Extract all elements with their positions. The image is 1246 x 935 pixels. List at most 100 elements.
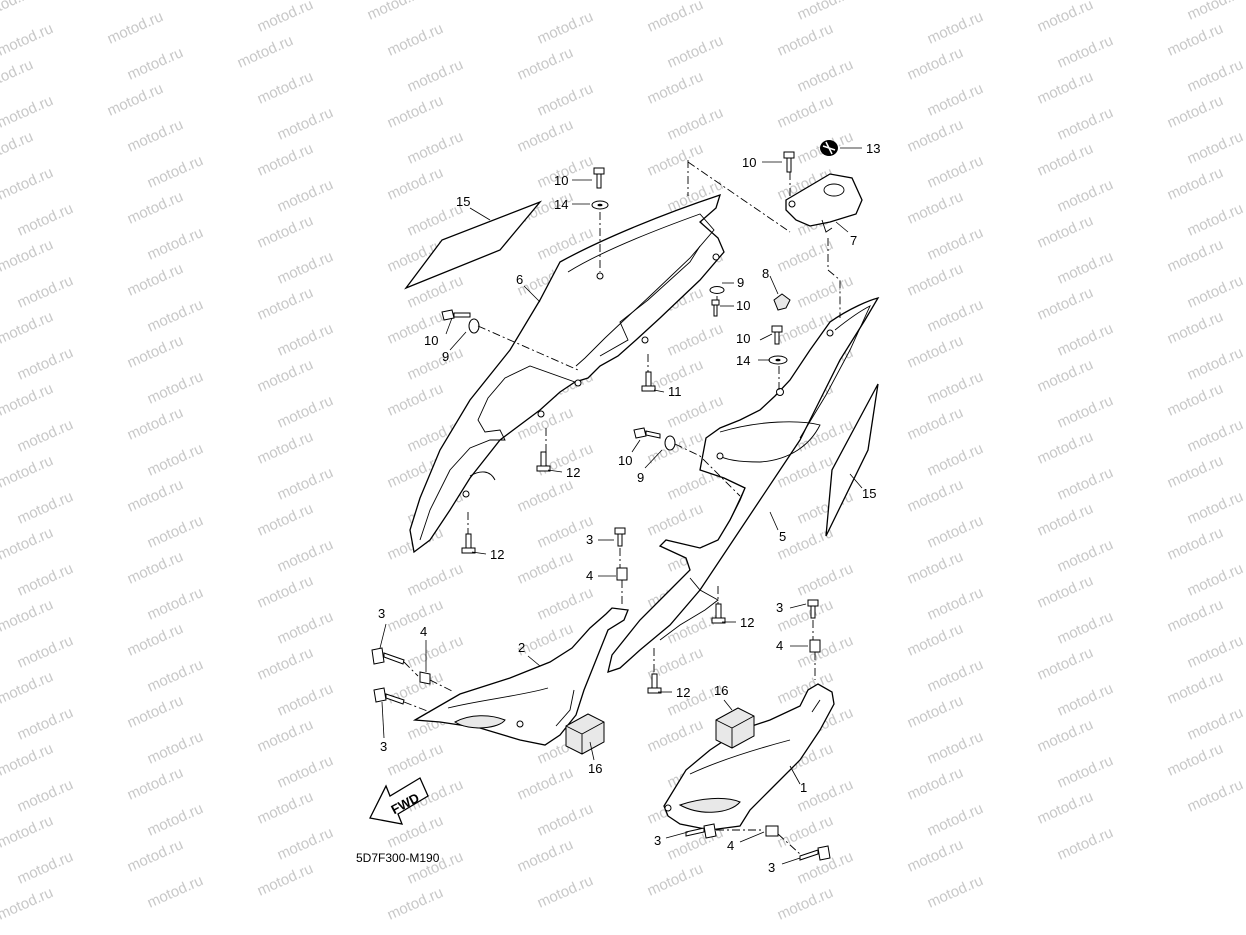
watermark-text: motod.ru [0,812,56,852]
watermark-text: motod.ru [1055,104,1116,144]
callout-14: 14 [554,197,568,212]
leader-lines [379,147,863,865]
watermark-text: motod.ru [645,0,706,36]
watermark-text: motod.ru [15,632,76,672]
watermark-text: motod.ru [275,104,336,144]
watermark-text: motod.ru [275,464,336,504]
watermark-text: motod.ru [15,200,76,240]
watermark-text: motod.ru [665,104,726,144]
watermark-text: motod.ru [1035,788,1096,828]
callout-5: 5 [779,529,786,544]
callout-16: 16 [588,761,602,776]
watermark-text: motod.ru [905,332,966,372]
watermark-text: motod.ru [255,0,316,36]
watermark-text: motod.ru [905,404,966,444]
watermark-text: motod.ru [15,560,76,600]
watermark-text: motod.ru [15,704,76,744]
callout-16: 16 [714,683,728,698]
watermark-text: motod.ru [925,728,986,768]
callout-15: 15 [862,486,876,501]
callout-10: 10 [618,453,632,468]
part-2-left-lower-cover [412,607,629,746]
watermark-text: motod.ru [405,560,466,600]
watermark-text: motod.ru [255,140,316,180]
watermark-text: motod.ru [795,272,856,312]
watermark-text: motod.ru [145,584,206,624]
watermark-text: motod.ru [775,20,836,60]
watermark-text: motod.ru [905,764,966,804]
watermark-text: motod.ru [255,644,316,684]
screw-12-d [647,673,662,694]
watermark-text: motod.ru [925,656,986,696]
hardware-bolts-and-washers [371,151,831,861]
callout-labels: 10 14 10 13 7 8 9 10 10 14 15 6 10 9 11 … [378,141,880,875]
watermark-text: motod.ru [515,116,576,156]
watermark-text: motod.ru [1035,0,1096,36]
watermark-text: motod.ru [15,488,76,528]
watermark-text: motod.ru [905,188,966,228]
watermark-text: motod.ru [365,0,426,24]
watermark-text: motod.ru [1035,356,1096,396]
watermark-text: motod.ru [275,248,336,288]
watermark-text: motod.ru [255,428,316,468]
watermark-text: motod.ru [275,824,336,864]
watermark-text: motod.ru [925,152,986,192]
watermark-text: motod.ru [145,224,206,264]
watermark-text: motod.ru [1165,596,1226,636]
watermark-text: motod.ru [405,128,466,168]
watermark-text: motod.ru [385,20,446,60]
watermark-text: motod.ru [1185,128,1246,168]
watermark-text: motod.ru [125,404,186,444]
watermark-text: motod.ru [925,80,986,120]
watermark-text: motod.ru [925,800,986,840]
part-6-left-side-cover [409,193,725,554]
callout-9: 9 [637,470,644,485]
watermark-text: motod.ru [1165,740,1226,780]
watermark-text: motod.ru [1055,464,1116,504]
watermark-text: motod.ru [0,20,56,60]
watermark-text: motod.ru [1165,20,1226,60]
watermark-text: motod.ru [775,236,836,276]
watermark-text: motod.ru [1165,452,1226,492]
watermark-text: motod.ru [405,56,466,96]
watermark-text: motod.ru [905,836,966,876]
watermark-text: motod.ru [0,236,56,276]
callout-4: 4 [727,838,734,853]
watermark-text: motod.ru [1185,704,1246,744]
watermark-text: motod.ru [15,272,76,312]
watermark-text: motod.ru [275,752,336,792]
watermark-text: motod.ru [1185,0,1246,24]
watermark-text: motod.ru [775,884,836,924]
watermark-text: motod.ru [925,512,986,552]
assembly-lines [403,160,841,855]
watermark-text: motod.ru [255,716,316,756]
watermark-text: motod.ru [645,860,706,900]
watermark-text: motod.ru [0,668,56,708]
watermark-text: motod.ru [515,44,576,84]
watermark-text: motod.ru [1035,716,1096,756]
callout-3: 3 [378,606,385,621]
watermark-text: motod.ru [255,500,316,540]
callout-9: 9 [737,275,744,290]
watermark-text: motod.ru [405,632,466,672]
watermark-text: motod.ru [535,8,596,48]
callout-4: 4 [420,624,427,639]
watermark-text: motod.ru [1185,344,1246,384]
watermark-text: motod.ru [535,800,596,840]
callout-10: 10 [736,298,750,313]
callout-4: 4 [776,638,783,653]
watermark-text: motod.ru [1055,536,1116,576]
watermark-text: motod.ru [515,548,576,588]
watermark-text: motod.ru [1035,500,1096,540]
watermark-text: motod.ru [795,0,856,24]
watermark-text: motod.ru [515,836,576,876]
watermark-text: motod.ru [125,116,186,156]
watermark-text: motod.ru [535,80,596,120]
watermark-text: motod.ru [275,680,336,720]
watermark-text: motod.ru [515,476,576,516]
watermark-text: motod.ru [145,368,206,408]
watermark-text: motod.ru [1185,776,1246,816]
watermark-text: motod.ru [0,380,56,420]
callout-7: 7 [850,233,857,248]
